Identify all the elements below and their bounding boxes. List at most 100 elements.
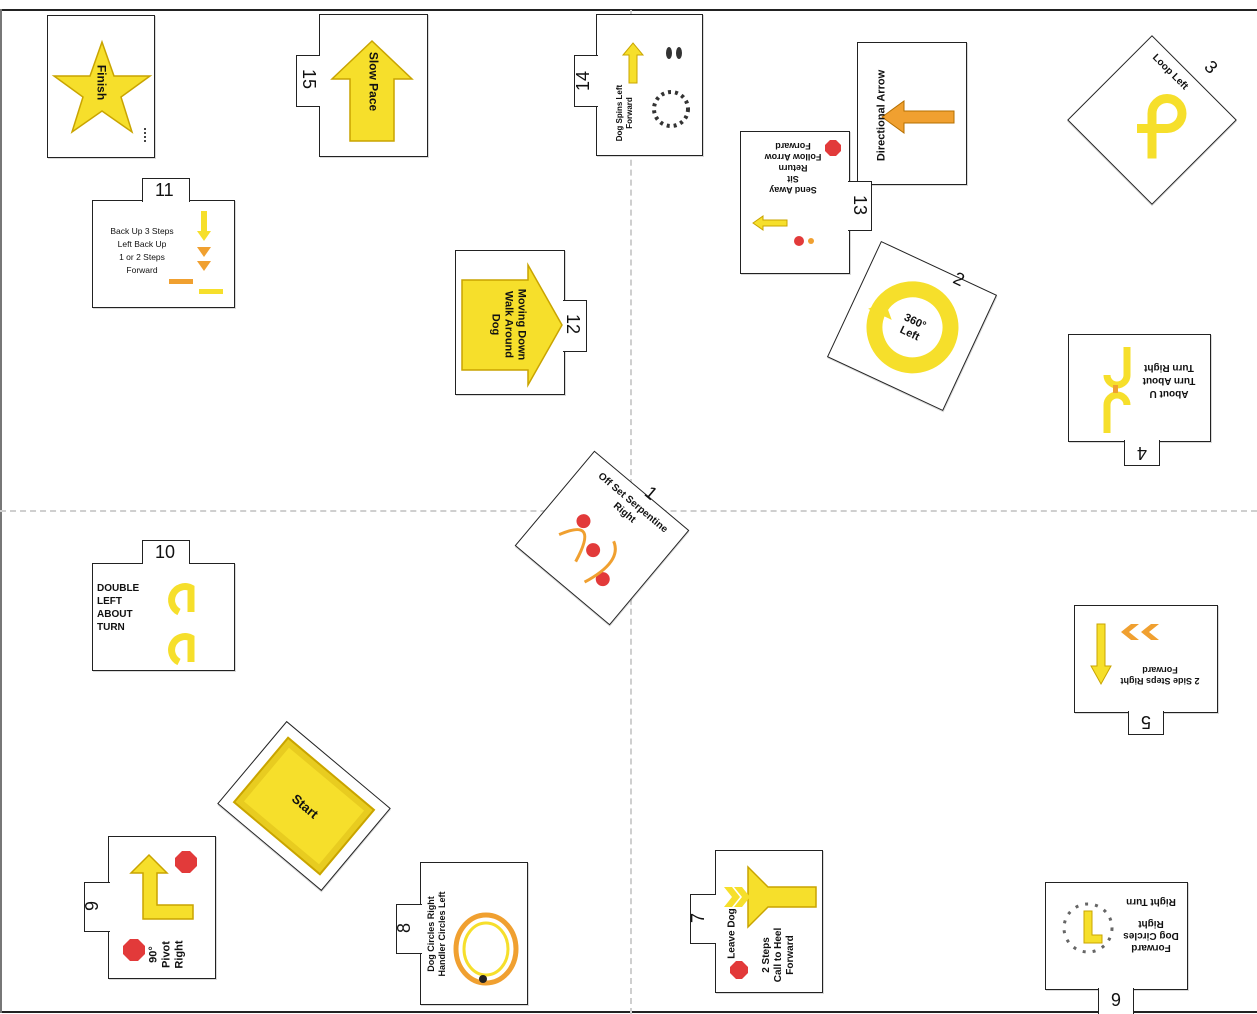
u-turn-arrow-icon — [1103, 347, 1131, 433]
sign-5-side-steps: 2 Side Steps Right Forward — [1074, 605, 1218, 713]
sign-13-line2: Return — [778, 163, 808, 173]
sign-5-number: 5 — [1141, 712, 1152, 732]
circle-arrow-icon — [866, 281, 959, 374]
sign-7-line3: Call to Heel — [773, 927, 784, 983]
sign-11-text: Back Up 3 Steps Left Back Up 1 or 2 Step… — [97, 225, 187, 277]
sign-10-line4: TURN — [97, 622, 125, 633]
footprints-icon — [666, 47, 682, 59]
stop-sign-icon — [123, 939, 145, 961]
sign-13-line4: Forward — [775, 141, 811, 151]
arrow-left-icon — [881, 100, 955, 134]
sign-11-number-tab: 11 — [142, 178, 190, 202]
sign-13-line1: Send Away Sit — [769, 174, 817, 195]
sign-12-number: 12 — [563, 313, 584, 335]
sign-4-about-turn: About U Turn About Turn Right — [1068, 334, 1211, 442]
sign-2-number: 2 — [950, 267, 968, 291]
sign-8-line2: Handler Circles Left — [437, 891, 447, 977]
sign-15-text: Slow Pace — [366, 51, 381, 112]
double-about-turn-icon — [168, 583, 195, 666]
sign-6-number-tab: 6 — [1098, 988, 1134, 1014]
sign-6-line3: Forward — [1131, 942, 1171, 953]
finish-sign: Finish — [47, 15, 155, 158]
sign-7-leave-dog: 2 Steps Call to Heel Forward Leave Dog — [715, 850, 823, 993]
sign-9-text: 90° Pivot Right — [148, 925, 187, 985]
sign-11-number: 11 — [155, 180, 174, 200]
stop-sign-icon — [730, 961, 748, 979]
sign-12-moving-down: Moving Down Walk Around Dog — [455, 250, 565, 395]
sign-11-back-up: Back Up 3 Steps Left Back Up 1 or 2 Step… — [92, 200, 235, 308]
sign-8-dog-circles: Dog Circles Right Handler Circles Left — [420, 862, 528, 1005]
arrow-right-icon — [461, 262, 563, 388]
arrow-up-icon — [330, 39, 414, 142]
arrow-up-icon — [621, 42, 645, 84]
sign-6-line2: Dog Circles Right — [1123, 918, 1179, 941]
sign-10-text: DOUBLE LEFT ABOUT TURN — [97, 582, 157, 634]
dog-spin-circle-icon — [652, 90, 690, 128]
sign-12-line2: Walk Around — [502, 290, 515, 358]
dog-handler-icon — [794, 236, 814, 246]
sign-15-number: 15 — [299, 68, 320, 90]
sign-11-line3: 1 or 2 Steps — [119, 252, 165, 262]
sign-3-loop-left: Loop Left — [1067, 35, 1237, 205]
sign-10-line2: LEFT — [97, 596, 122, 607]
sign-6-number: 6 — [1111, 989, 1122, 1009]
sign-7-leave-dog-label: Leave Dog — [726, 908, 738, 959]
sign-6-text: Forward Dog Circles Right Right Turn — [1118, 895, 1184, 953]
sign-12-text: Moving Down Walk Around Dog — [489, 285, 528, 365]
sign-6-line1: Right Turn — [1126, 896, 1176, 907]
sign-3-text: Loop Left — [1150, 52, 1191, 93]
cone-dots-icon — [558, 514, 617, 587]
sign-1-number: 1 — [640, 482, 662, 504]
sign-9-pivot-right: 90° Pivot Right — [108, 836, 216, 979]
sign-14-number-tab: 14 — [573, 55, 598, 107]
sign-14-text: Dog Spins Left Forward — [615, 63, 635, 163]
sign-11-line2: Left Back Up — [117, 239, 167, 249]
sign-13-send-away: Send Away Sit Return Follow Arrow Forwar… — [740, 131, 850, 274]
sign-5-text: 2 Side Steps Right Forward — [1120, 665, 1200, 686]
arrow-left-icon — [724, 865, 817, 929]
back-up-arrows-icon — [169, 211, 223, 294]
star-icon — [51, 39, 153, 134]
sign-11-line1: Back Up 3 Steps — [110, 226, 174, 236]
sign-8-line1: Dog Circles Right — [426, 896, 436, 972]
sign-4-text: About U Turn About Turn Right — [1139, 361, 1199, 400]
sign-12-line3: Dog — [489, 313, 502, 336]
sign-9-line3: Right — [173, 940, 186, 969]
course-border-top — [0, 9, 1257, 11]
sign-10-double-left-about-turn: DOUBLE LEFT ABOUT TURN — [92, 563, 235, 671]
sign-13-number-tab: 13 — [848, 181, 872, 231]
stop-sign-icon — [825, 140, 841, 156]
sign-14-number: 14 — [573, 70, 594, 92]
sign-15-number-tab: 15 — [296, 55, 320, 107]
sign-14-line2: Forward — [625, 97, 634, 129]
sign-4-number: 4 — [1137, 443, 1148, 463]
sign-9-line1: 90° — [147, 946, 160, 963]
sign-8-text: Dog Circles Right Handler Circles Left — [426, 874, 448, 994]
sign-4-number-tab: 4 — [1124, 440, 1160, 466]
sign-14-dog-spins-left: Dog Spins Left Forward — [596, 14, 703, 156]
sign-9-line2: Pivot — [160, 941, 173, 968]
loop-arrow-icon — [1137, 94, 1187, 159]
sign-12-number-tab: 12 — [563, 300, 587, 352]
sign-7-line4: Forward — [785, 935, 796, 975]
sign-7-number-tab: 7 — [688, 894, 716, 944]
pivot-arrow-icon — [129, 853, 194, 920]
sign-13-line3: Follow Arrow — [764, 152, 822, 162]
sign-1-number-tab: 1 — [640, 482, 670, 510]
sign-10-line3: ABOUT — [97, 609, 133, 620]
sign-10-number-tab: 10 — [142, 540, 190, 564]
sign-7-text: 2 Steps Call to Heel Forward — [761, 910, 797, 1000]
course-border-bottom — [0, 1011, 1257, 1013]
sign-9-number: 9 — [82, 900, 103, 912]
circle-track-icon — [453, 912, 519, 986]
sign-6-right-turn: Forward Dog Circles Right Right Turn — [1045, 882, 1188, 990]
sign-10-number: 10 — [155, 542, 176, 562]
sign-3-number: 3 — [1200, 56, 1222, 78]
sign-8-number-tab: 8 — [394, 904, 422, 954]
directional-arrow-sign: Directional Arrow — [857, 42, 967, 185]
sign-11-line4: Forward — [126, 265, 158, 275]
paw-circle-icon — [1062, 902, 1114, 954]
sign-8-number: 8 — [394, 922, 415, 934]
sign-9-number-tab: 9 — [82, 882, 110, 932]
